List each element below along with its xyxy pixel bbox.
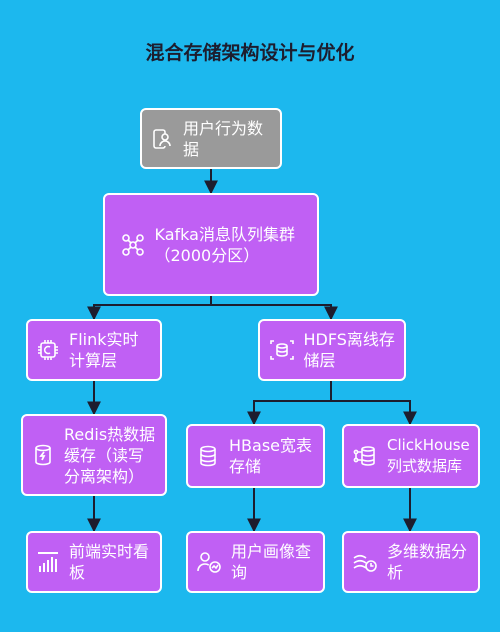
edge-kafka-to-flink bbox=[87, 296, 212, 321]
node-user-behavior: 用户行为数据 bbox=[140, 108, 282, 169]
wind-clock-icon bbox=[352, 550, 378, 574]
node-hdfs: HDFS离线存储层 bbox=[258, 319, 406, 381]
database-bolt-icon bbox=[31, 443, 55, 467]
node-clickhouse: ClickHouse列式数据库 bbox=[342, 424, 480, 488]
node-label: 用户画像查询 bbox=[231, 542, 312, 582]
network-nodes-icon bbox=[120, 232, 146, 258]
node-label: 前端实时看板 bbox=[69, 542, 150, 582]
node-label: Kafka消息队列集群（2000分区） bbox=[154, 224, 295, 265]
node-profile-query: 用户画像查询 bbox=[186, 531, 325, 593]
processor-chip-icon bbox=[36, 338, 60, 362]
edge-kafka-to-hdfs bbox=[211, 304, 338, 321]
node-flink: Flink实时计算层 bbox=[26, 319, 162, 381]
node-label: 用户行为数据 bbox=[183, 118, 264, 159]
bar-chart-icon bbox=[36, 550, 60, 574]
node-label: ClickHouse列式数据库 bbox=[387, 436, 470, 475]
node-multi-analysis: 多维数据分析 bbox=[342, 531, 480, 593]
edge-hdfs-to-clickhouse bbox=[331, 400, 417, 426]
edge-hdfs-to-hbase bbox=[247, 381, 332, 426]
diagram-title: 混合存储架构设计与优化 bbox=[145, 42, 355, 64]
node-kafka: Kafka消息队列集群（2000分区） bbox=[103, 193, 319, 296]
user-chart-icon bbox=[196, 550, 222, 574]
node-label: Flink实时计算层 bbox=[69, 330, 139, 370]
node-label: 多维数据分析 bbox=[387, 542, 468, 582]
database-icon bbox=[196, 444, 220, 468]
database-network-icon bbox=[352, 444, 378, 468]
node-dashboard: 前端实时看板 bbox=[26, 531, 162, 593]
node-hbase: HBase宽表存储 bbox=[186, 424, 325, 488]
node-label: Redis热数据缓存（读写分离架构） bbox=[64, 424, 156, 486]
node-label: HDFS离线存储层 bbox=[303, 330, 395, 370]
database-scan-icon bbox=[269, 338, 295, 362]
node-label: HBase宽表存储 bbox=[229, 436, 312, 476]
user-device-icon bbox=[150, 127, 174, 151]
node-redis: Redis热数据缓存（读写分离架构） bbox=[21, 414, 167, 496]
